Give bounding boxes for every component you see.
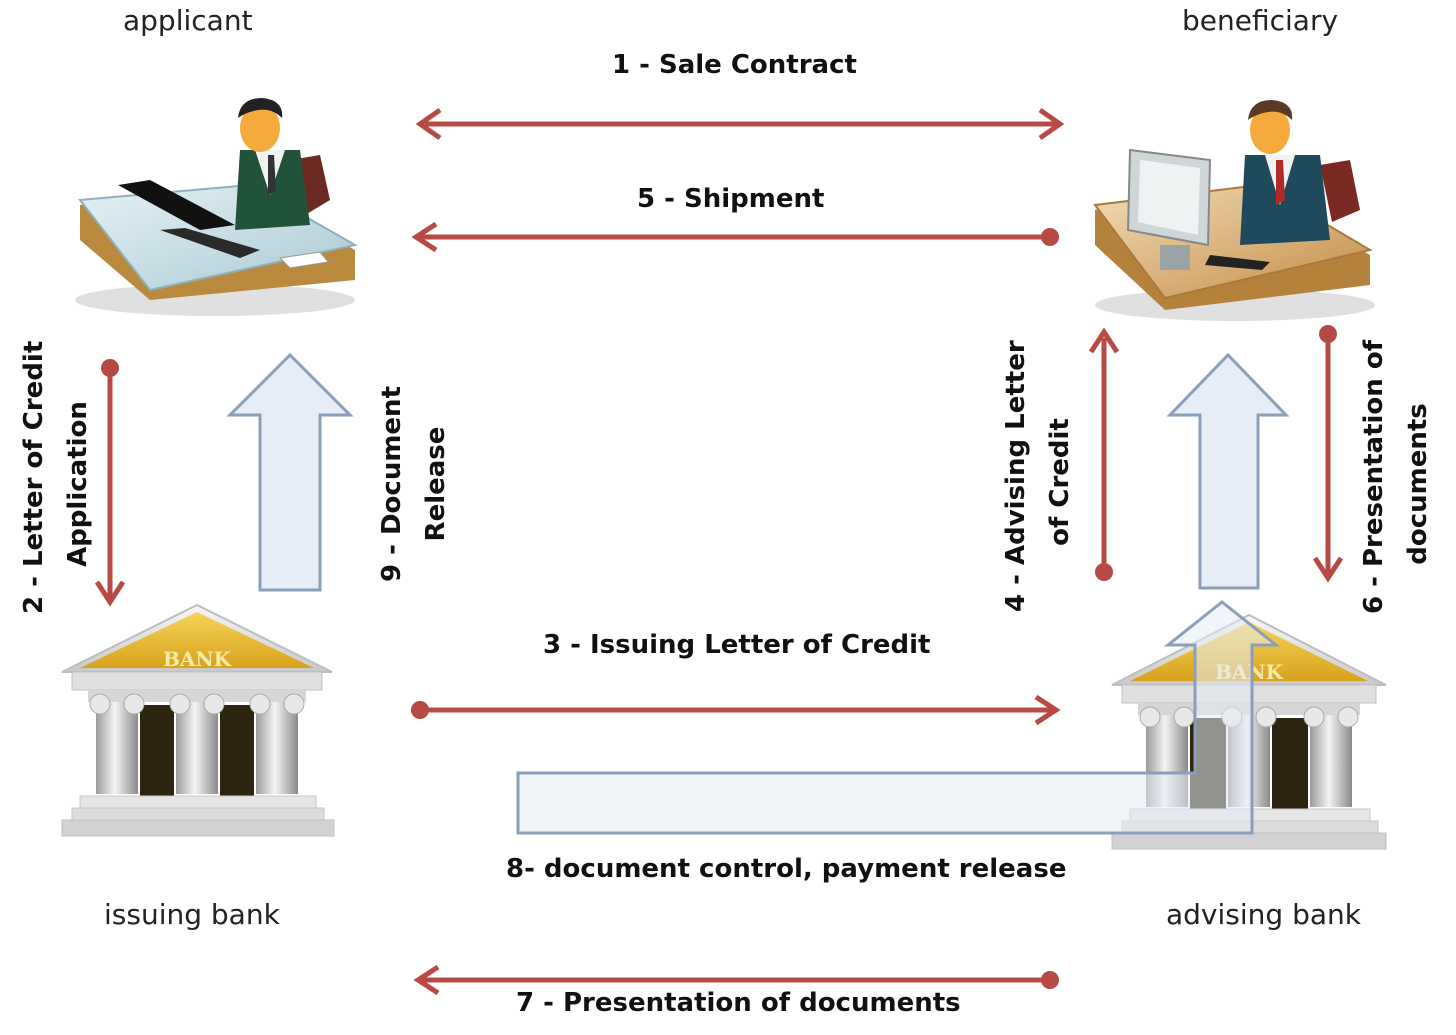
issuing-bank-sign: BANK xyxy=(163,647,232,671)
step-1-label: 1 - Sale Contract xyxy=(612,50,857,80)
step-5-label: 5 - Shipment xyxy=(637,184,825,214)
step-2-label-line-1: 2 - Letter of Credit xyxy=(19,340,49,614)
step-4-label: 4 - Advising Letter of Credit xyxy=(994,340,1082,612)
applicant-desk-icon xyxy=(75,98,358,316)
step-8-label: 8- document control, payment release xyxy=(506,854,1067,884)
beneficiary-desk-icon xyxy=(1093,100,1375,321)
shipment-arrow xyxy=(411,221,1059,253)
letter-of-credit-application-arrow xyxy=(94,359,126,607)
step-9-label-line-2: Release xyxy=(421,426,451,542)
step-4-label-line-2: of Credit xyxy=(1045,418,1075,546)
step-9-label-line-1: 9 - Document xyxy=(377,386,407,583)
step-2-label-line-2: Application xyxy=(63,401,93,567)
beneficiary-label: beneficiary xyxy=(1182,4,1339,37)
step-2-label: 2 - Letter of Credit Application xyxy=(12,340,100,614)
presentation-of-documents-bank-arrow xyxy=(413,964,1059,996)
advising-bank-label: advising bank xyxy=(1166,898,1361,931)
advising-letter-of-credit-arrow xyxy=(1088,327,1120,581)
issuing-letter-of-credit-arrow xyxy=(411,694,1061,726)
step-3-label: 3 - Issuing Letter of Credit xyxy=(543,630,931,660)
step-4-label-line-1: 4 - Advising Letter xyxy=(1001,340,1031,612)
step-6-label-line-1: 6 - Presentation of xyxy=(1359,339,1389,614)
step-9-label: 9 - Document Release xyxy=(370,384,458,584)
document-control-block-arrow xyxy=(516,600,1281,835)
sale-contract-arrow xyxy=(415,107,1065,141)
presentation-of-documents-arrow xyxy=(1312,325,1344,583)
issuing-bank-building-icon: BANK xyxy=(61,603,335,837)
issuing-bank-label: issuing bank xyxy=(104,898,280,931)
document-release-block-arrow xyxy=(226,352,354,592)
applicant-label: applicant xyxy=(123,4,253,37)
step-6-label-line-2: documents xyxy=(1403,403,1433,565)
step-7-label: 7 - Presentation of documents xyxy=(516,988,961,1018)
payment-release-block-arrow xyxy=(1166,352,1290,590)
step-6-label: 6 - Presentation of documents xyxy=(1352,339,1440,614)
